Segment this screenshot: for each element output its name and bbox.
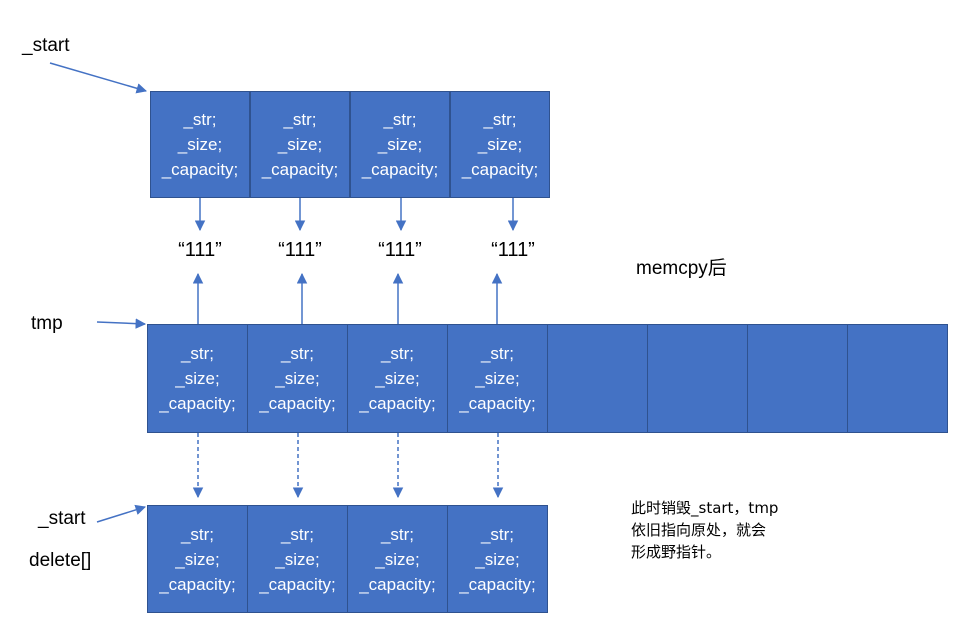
cell-field-size: _size; <box>275 549 320 569</box>
cell-field-str: _str; <box>283 110 317 129</box>
string-literal-3: “111” <box>378 239 422 261</box>
cell-field-str: _str; <box>180 344 215 363</box>
middle-row-cell-3: _str; _size; _capacity; <box>347 324 448 433</box>
cell-field-size: _size; <box>375 369 420 388</box>
cell-field-capacity: _capacity; <box>359 574 436 594</box>
cell-field-size: _size; <box>475 369 520 388</box>
cell-field-str: _str; <box>483 110 517 129</box>
top-row-cell-4: _str; _size; _capacity; <box>450 91 550 198</box>
cell-field-capacity: _capacity; <box>159 394 236 413</box>
cell-field-capacity: _capacity; <box>259 394 336 413</box>
note-line-3: 形成野指针。 <box>631 543 722 561</box>
middle-row-empty-cell-6 <box>647 324 748 433</box>
string-literal-1: “111” <box>178 239 222 261</box>
middle-row-cell-4: _str; _size; _capacity; <box>447 324 548 433</box>
cell-field-size: _size; <box>377 135 423 154</box>
note-line-2: 依旧指向原处，就会 <box>631 521 767 539</box>
bottom-row-cell-1: _str; _size; _capacity; <box>147 505 248 613</box>
cell-field-str: _str; <box>280 524 315 544</box>
cell-field-capacity: _capacity; <box>159 574 236 594</box>
bottom-row-cell-3: _str; _size; _capacity; <box>347 505 448 613</box>
memcpy-label: memcpy后 <box>636 258 727 279</box>
delete-label: delete[] <box>29 550 92 571</box>
tmp-pointer-arrow <box>96 318 147 329</box>
cell-field-capacity: _capacity; <box>359 394 436 413</box>
cell-field-str: _str; <box>480 524 515 544</box>
top-row-cell-2: _str; _size; _capacity; <box>250 91 350 198</box>
cell-field-str: _str; <box>380 344 415 363</box>
middle-row-cell-1: _str; _size; _capacity; <box>147 324 248 433</box>
bottom-row-cell-2: _str; _size; _capacity; <box>247 505 348 613</box>
cell-field-str: _str; <box>480 344 515 363</box>
note-line-1: 此时销毁_start，tmp <box>631 499 779 517</box>
cell-field-str: _str; <box>183 110 217 129</box>
cell-field-size: _size; <box>275 369 320 388</box>
string-literal-2: “111” <box>278 239 322 261</box>
start-bottom-label: _start <box>38 508 86 529</box>
cell-field-capacity: _capacity; <box>461 160 539 179</box>
start-bottom-pointer-arrow <box>96 504 147 523</box>
middle-row-cell-2: _str; _size; _capacity; <box>247 324 348 433</box>
cell-field-capacity: _capacity; <box>459 574 536 594</box>
cell-field-capacity: _capacity; <box>459 394 536 413</box>
cell-field-size: _size; <box>477 135 523 154</box>
cell-field-size: _size; <box>177 135 223 154</box>
cell-field-str: _str; <box>383 110 417 129</box>
top-row-cell-1: _str; _size; _capacity; <box>150 91 250 198</box>
string-literal-4: “111” <box>491 239 535 261</box>
cell-field-capacity: _capacity; <box>261 160 339 179</box>
cell-field-capacity: _capacity; <box>161 160 239 179</box>
cell-field-capacity: _capacity; <box>259 574 336 594</box>
middle-row-empty-cell-7 <box>747 324 848 433</box>
tmp-label: tmp <box>31 313 63 334</box>
cell-field-capacity: _capacity; <box>361 160 439 179</box>
cell-field-size: _size; <box>375 549 420 569</box>
bottom-row-cell-4: _str; _size; _capacity; <box>447 505 548 613</box>
cell-field-str: _str; <box>180 524 215 544</box>
cell-field-size: _size; <box>277 135 323 154</box>
start-top-pointer-arrow <box>49 62 148 94</box>
start-top-label: _start <box>22 35 70 56</box>
middle-row-empty-cell-5 <box>547 324 648 433</box>
cell-field-size: _size; <box>175 549 220 569</box>
cell-field-size: _size; <box>475 549 520 569</box>
cell-field-size: _size; <box>175 369 220 388</box>
middle-row-empty-cell-8 <box>847 324 948 433</box>
dangling-pointer-note: 此时销毁_start，tmp 依旧指向原处，就会 形成野指针。 <box>631 497 778 563</box>
top-row-cell-3: _str; _size; _capacity; <box>350 91 450 198</box>
cell-field-str: _str; <box>280 344 315 363</box>
cell-field-str: _str; <box>380 524 415 544</box>
